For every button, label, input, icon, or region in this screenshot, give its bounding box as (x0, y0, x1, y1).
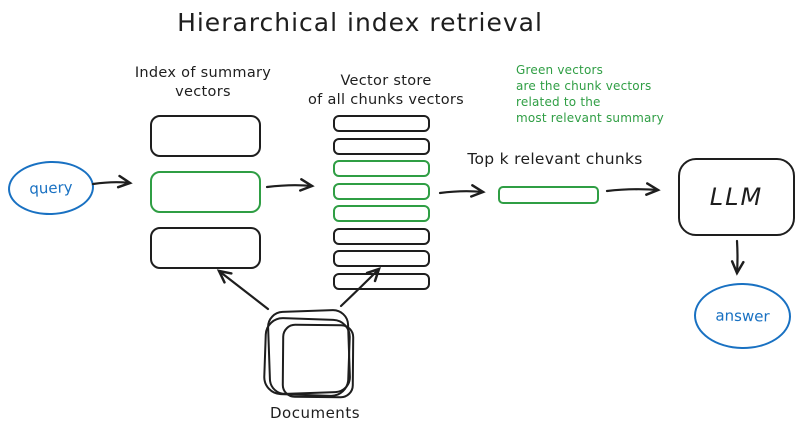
top-k-relevant-chunks-label: Top k relevant chunks (467, 150, 643, 168)
index-of-summary-vectors-label: Index of summary vectors (134, 65, 272, 100)
llm-node: LLM (678, 158, 795, 236)
arrow-documents-to-index (216, 269, 270, 311)
llm-label: LLM (709, 183, 764, 211)
chunk-vector-bar-black (333, 137, 430, 155)
summary-vector-box-black (150, 115, 261, 157)
chunk-vector-bar-green (333, 182, 430, 200)
answer-node: answer (693, 282, 792, 350)
chunk-vector-bar-black (333, 272, 430, 290)
answer-label: answer (715, 306, 770, 326)
arrow-top-k-to-llm (605, 182, 661, 196)
top-k-chunk-bar (498, 186, 599, 204)
summary-vector-box-black (150, 227, 261, 269)
query-node: query (7, 159, 95, 217)
chunk-vector-bar-black (333, 227, 430, 245)
arrow-llm-to-answer (730, 239, 745, 276)
green-vectors-annotation: Green vectors are the chunk vectors rela… (516, 63, 664, 125)
summary-vector-box-green (150, 171, 261, 213)
chunk-vector-bar-black (333, 250, 430, 267)
arrow-index-to-vector-store (265, 178, 315, 192)
arrow-query-to-index (91, 174, 133, 189)
index-of-summary-vectors-stack (150, 115, 261, 269)
query-label: query (29, 178, 73, 198)
arrow-vector-store-to-top-k (438, 184, 486, 198)
vector-store-stack (333, 115, 430, 290)
document-shape (281, 323, 355, 399)
chunk-vector-bar-green (333, 160, 430, 177)
vector-store-label: Vector store of all chunks vectors (307, 73, 465, 108)
chunk-vector-bar-green (333, 205, 430, 222)
chunk-vector-bar-black (333, 115, 430, 132)
documents-label: Documents (269, 404, 361, 422)
diagram-title: Hierarchical index retrieval (177, 8, 543, 37)
